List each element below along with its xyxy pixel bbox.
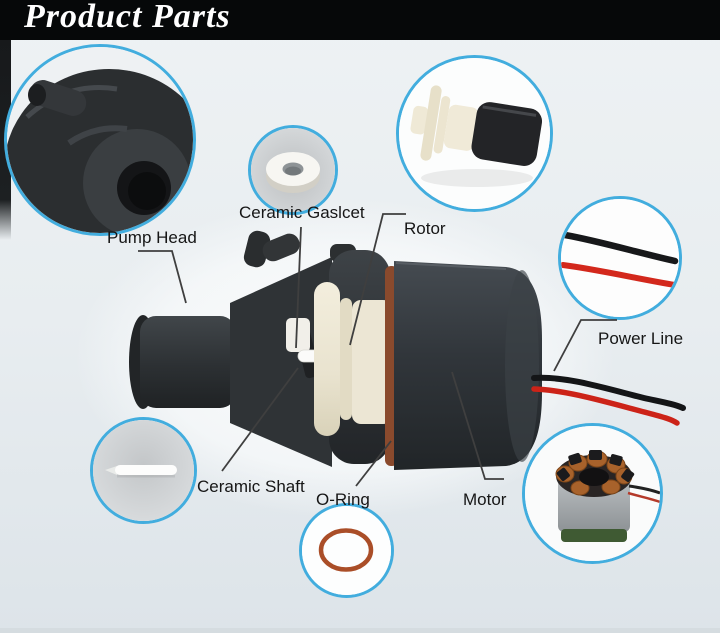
ceramic-shaft-closeup bbox=[93, 420, 194, 521]
label-ceramic-shaft: Ceramic Shaft bbox=[197, 477, 305, 496]
label-pump-head: Pump Head bbox=[107, 228, 197, 247]
rotor-mid-flange bbox=[340, 298, 352, 420]
shaft-rod bbox=[115, 465, 177, 475]
label-power-line: Power Line bbox=[598, 329, 684, 348]
rotor-flange-disc-2 bbox=[433, 96, 451, 154]
o-ring-closeup bbox=[302, 506, 391, 595]
rotor-shadow bbox=[421, 169, 533, 187]
gasket-hole-shadow bbox=[285, 166, 301, 176]
rotor-photo-circle bbox=[396, 55, 553, 212]
motor-top-highlight bbox=[395, 262, 507, 270]
pump-head-photo-circle bbox=[4, 44, 196, 236]
label-rotor: Rotor bbox=[404, 219, 446, 238]
page-title: Product Parts bbox=[24, 0, 231, 35]
rotor-magnet-highlight bbox=[482, 105, 537, 117]
pump-ridge bbox=[67, 125, 128, 146]
rotor-shaft-head bbox=[410, 105, 429, 135]
label-o-ring: O-Ring bbox=[316, 490, 370, 509]
stator-center-hole bbox=[579, 468, 609, 486]
pump-barb-opening bbox=[28, 84, 46, 106]
rotor-flange-disc bbox=[420, 85, 442, 161]
ceramic-shaft-photo-circle bbox=[90, 417, 197, 524]
power-line-closeup bbox=[561, 199, 679, 317]
pump-outlet-cylinder bbox=[140, 316, 236, 408]
motor-end-face bbox=[505, 270, 539, 462]
power-wire-black bbox=[561, 231, 679, 265]
o-ring-photo-bg bbox=[302, 506, 391, 595]
pump-outlet-hole-inner bbox=[128, 172, 166, 210]
rotor-front-flange bbox=[314, 282, 340, 436]
motor-body bbox=[394, 261, 542, 470]
power-line-photo-circle bbox=[558, 196, 682, 320]
rotor-magnet bbox=[471, 102, 543, 166]
ceramic-gasket-in-place bbox=[286, 318, 310, 352]
wire-black bbox=[531, 374, 686, 411]
label-ceramic-gasket: Ceramic Gaslcet bbox=[239, 203, 365, 222]
stator-closeup bbox=[525, 426, 660, 561]
pump-head-closeup bbox=[7, 47, 193, 233]
bottom-edge-strip bbox=[0, 628, 720, 633]
wire-red bbox=[531, 386, 680, 426]
rotor-closeup bbox=[399, 58, 550, 209]
shaft-shadow bbox=[117, 475, 175, 478]
ceramic-gasket-photo-circle bbox=[248, 125, 338, 215]
shaft-tip bbox=[105, 466, 117, 475]
label-motor: Motor bbox=[463, 490, 507, 509]
o-ring-rubber bbox=[318, 528, 374, 572]
stator-pcb bbox=[561, 529, 627, 542]
stator-wire-black bbox=[628, 484, 660, 495]
o-ring-photo-circle bbox=[299, 503, 394, 598]
stator-photo-circle bbox=[522, 423, 663, 564]
rotor-part bbox=[410, 85, 543, 166]
stator-pole-tips bbox=[556, 450, 635, 482]
pump-inlet-elbow bbox=[243, 230, 300, 268]
power-wire-red bbox=[561, 262, 678, 288]
stator-wire-red bbox=[627, 491, 660, 504]
ceramic-gasket-closeup bbox=[251, 128, 335, 212]
title-banner: Product Parts bbox=[0, 0, 720, 40]
rotor-hub bbox=[443, 104, 479, 151]
